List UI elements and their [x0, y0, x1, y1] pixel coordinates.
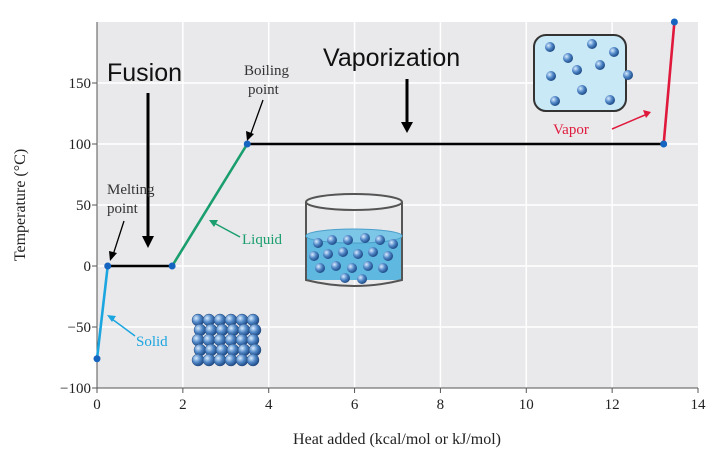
y-tick-labels: −100 −50 0 50 100 150 — [60, 76, 97, 397]
x-tick-label: 8 — [437, 397, 445, 413]
series-line-solid — [95, 264, 110, 361]
beaker-glass — [305, 202, 403, 287]
lattice-molecule — [191, 353, 205, 367]
data-point — [670, 18, 678, 26]
fusion-arrow-head — [142, 236, 154, 248]
y-tick-label: −50 — [68, 320, 91, 336]
liquid-beaker-illustration — [305, 193, 403, 287]
vapor-molecule — [550, 96, 560, 106]
liquid-molecule — [343, 235, 353, 245]
vapor-molecule — [587, 39, 597, 49]
x-tick-label: 6 — [351, 397, 359, 413]
melting-point-pointer-head — [109, 251, 117, 261]
lattice-molecule — [202, 353, 216, 367]
y-tick-label: 50 — [76, 198, 91, 214]
vapor-molecule — [609, 47, 619, 57]
lattice-molecule — [224, 353, 238, 367]
vapor-molecule — [577, 85, 587, 95]
x-tick-label: 2 — [179, 397, 187, 413]
liquid-molecule — [347, 263, 357, 273]
vaporization-label: Vaporization — [323, 44, 460, 72]
boiling-point-label-line2: point — [248, 82, 280, 98]
x-tick-label: 4 — [265, 397, 273, 413]
y-axis-title: Temperature (°C) — [12, 149, 29, 261]
liquid-pointer — [213, 222, 241, 238]
liquid-molecule — [331, 261, 341, 271]
beaker-molecules — [309, 233, 398, 284]
beaker-rim — [305, 193, 403, 211]
liquid-molecule — [375, 235, 385, 245]
liquid-molecule — [340, 273, 350, 283]
melting-point-pointer — [112, 220, 125, 256]
data-points — [93, 18, 678, 363]
liquid-molecule — [309, 251, 319, 261]
liquid-molecule — [327, 235, 337, 245]
y-tick-label: 100 — [69, 137, 92, 153]
x-tick-labels: 0 2 4 6 8 10 12 14 — [93, 388, 706, 413]
vapor-pointer-head — [643, 110, 651, 118]
vapor-molecule — [623, 70, 633, 80]
vapor-molecule — [605, 95, 615, 105]
liquid-molecule — [313, 238, 323, 248]
vapor-molecule — [563, 53, 573, 63]
series-line-vapor — [662, 20, 676, 146]
lattice-molecule — [213, 353, 227, 367]
lattice-molecule — [246, 353, 260, 367]
boiling-point-label-line1: Boiling — [244, 63, 290, 79]
series-lines — [95, 20, 676, 361]
liquid-label: Liquid — [242, 232, 282, 248]
vapor-molecule — [546, 71, 556, 81]
data-point — [660, 140, 668, 148]
liquid-molecule — [360, 233, 370, 243]
y-tick-label: −100 — [60, 381, 91, 397]
vapor-box-illustration — [533, 34, 633, 112]
boiling-point-pointer-head — [246, 131, 254, 141]
fusion-label: Fusion — [107, 59, 182, 87]
solid-label: Solid — [136, 334, 168, 350]
solid-pointer — [111, 318, 136, 337]
liquid-molecule — [388, 239, 398, 249]
lattice-molecule — [235, 353, 249, 367]
liquid-molecule — [357, 274, 367, 284]
data-point — [104, 262, 112, 270]
x-tick-label: 0 — [93, 397, 101, 413]
data-point — [243, 140, 251, 148]
vapor-molecule — [572, 65, 582, 75]
data-point — [93, 355, 101, 363]
y-tick-label: 150 — [69, 76, 92, 92]
liquid-molecule — [383, 251, 393, 261]
liquid-molecule — [368, 247, 378, 257]
liquid-molecule — [323, 249, 333, 259]
solid-lattice-illustration — [191, 313, 262, 367]
x-axis-title: Heat added (kcal/mol or kJ/mol) — [293, 431, 501, 448]
liquid-molecule — [378, 263, 388, 273]
vapor-pointer — [611, 114, 646, 130]
vapor-molecules — [545, 39, 633, 106]
liquid-pointer-head — [209, 220, 218, 227]
liquid-molecule — [363, 261, 373, 271]
melting-point-label-line2: point — [107, 201, 139, 217]
y-tick-label: 0 — [84, 259, 92, 275]
data-point — [168, 262, 176, 270]
solid-pointer-head — [107, 315, 116, 322]
x-tick-label: 10 — [519, 397, 534, 413]
series-line-liquid — [170, 142, 249, 268]
liquid-molecule — [315, 263, 325, 273]
x-tick-label: 12 — [605, 397, 620, 413]
vapor-molecule — [545, 42, 555, 52]
vapor-label: Vapor — [553, 122, 589, 138]
vaporization-arrow-head — [401, 122, 413, 133]
liquid-molecule — [338, 247, 348, 257]
vapor-molecule — [595, 60, 605, 70]
liquid-molecule — [353, 249, 363, 259]
x-tick-label: 14 — [691, 397, 707, 413]
melting-point-label-line1: Melting — [107, 182, 155, 198]
boiling-point-pointer — [249, 99, 264, 137]
